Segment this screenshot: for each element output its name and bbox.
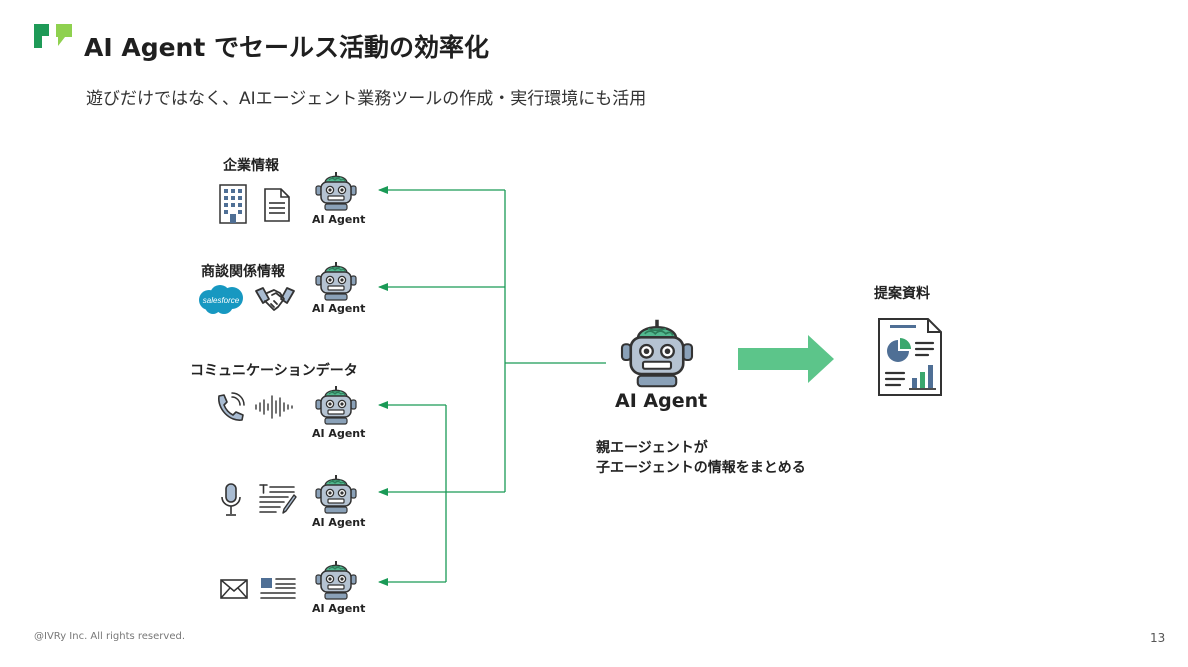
sound-wave-icon [255,395,293,419]
copyright-footer: @IVRy Inc. All rights reserved. [34,631,186,642]
page-number: 13 [1150,631,1166,645]
flow-arrow [738,335,834,383]
mail-icon [220,579,248,599]
child-agent-label: AI Agent [312,302,366,315]
child-agent-robot-icon [315,386,357,425]
child-agent-robot-icon [315,561,357,600]
report-icon [878,318,942,396]
slide-subtitle: 遊びだけではなく、AIエージェント業務ツールの作成・実行環境にも活用 [86,89,647,109]
microphone-icon [221,483,241,516]
output-label: 提案資料 [874,286,930,302]
parent-agent-description: 親エージェントが 子エージェントの情報をまとめる [596,438,806,478]
parent-agent-robot-icon [620,319,694,388]
child-agent-label: AI Agent [312,516,366,529]
child-agent-label: AI Agent [312,427,366,440]
source-label-deal: 商談関係情報 [201,264,285,280]
child-agent-label: AI Agent [312,213,366,226]
svg-text:salesforce: salesforce [203,296,240,305]
source-label-company: 企業情報 [223,158,279,174]
document-icon [264,188,290,222]
handshake-icon [255,287,295,311]
parent-agent-description-line1: 親エージェントが [596,440,708,456]
parent-agent-description-line2: 子エージェントの情報をまとめる [596,460,806,476]
phone-icon [218,392,245,421]
child-agent-robot-icon [315,172,357,211]
source-label-communication: コミュニケーションデータ [190,363,358,379]
slide-title: AI Agent でセールス活動の効率化 [84,33,490,62]
child-agent-label: AI Agent [312,602,366,615]
parent-agent-label: AI Agent [615,390,708,412]
building-icon [219,184,247,224]
brand-logo-icon [34,24,72,48]
news-icon [260,578,296,599]
child-agent-robot-icon [315,475,357,514]
transcript-icon [259,484,297,514]
child-agent-robot-icon [315,262,357,301]
salesforce-logo: salesforce [199,285,243,314]
